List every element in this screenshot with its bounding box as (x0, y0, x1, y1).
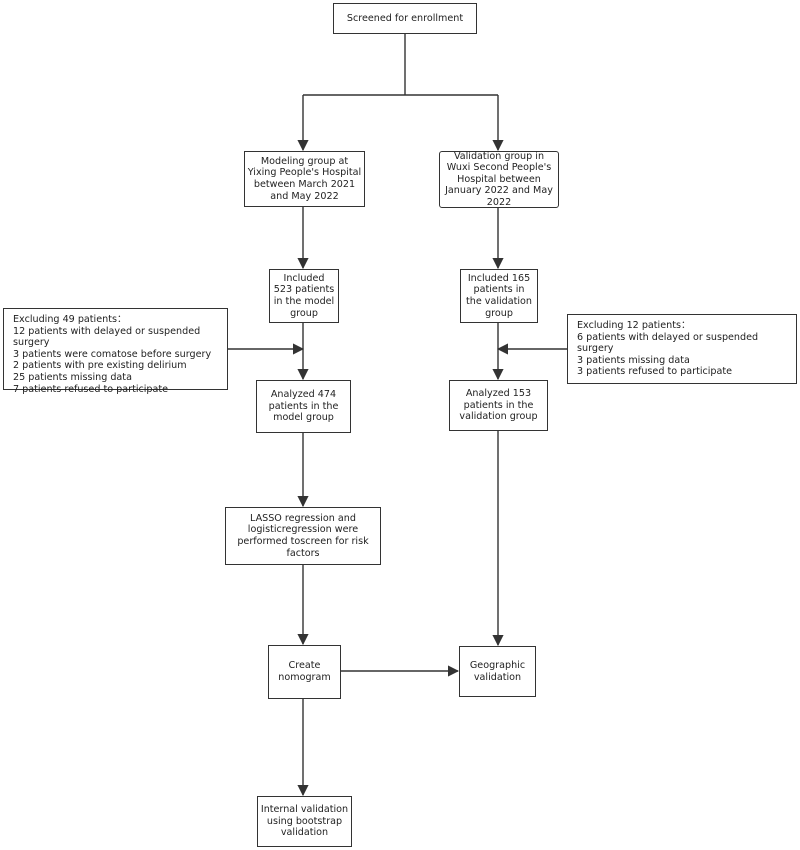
modeling-group-box: Modeling group at Yixing People's Hospit… (244, 151, 365, 207)
included-validation-box: Included 165 patients in the validation … (460, 269, 538, 323)
geographic-validation-text: Geographic validation (469, 659, 526, 683)
included-validation-text: Included 165 patients in the validation … (465, 272, 533, 319)
analyzed-validation-text: Analyzed 153 patients in the validation … (459, 388, 538, 423)
modeling-group-text: Modeling group at Yixing People's Hospit… (247, 155, 362, 202)
validation-group-box: Validation group in Wuxi Second People's… (439, 151, 559, 208)
analyzed-validation-box: Analyzed 153 patients in the validation … (449, 380, 548, 431)
geographic-validation-box: Geographic validation (459, 646, 536, 697)
included-model-text: Included 523 patients in the model group (273, 272, 335, 319)
nomogram-text: Create nomogram (278, 660, 331, 683)
split-line (303, 34, 498, 96)
nomogram-box: Create nomogram (268, 645, 341, 699)
excluding-model-box: Excluding 49 patients： 12 patients with … (3, 308, 228, 395)
screened-text: Screened for enrollment (346, 12, 464, 24)
lasso-box: LASSO regression and logisticregression … (225, 507, 381, 565)
internal-validation-box: Internal validation using bootstrap vali… (257, 796, 352, 847)
internal-validation-text: Internal validation using bootstrap vali… (260, 804, 349, 839)
analyzed-model-text: Analyzed 474 patients in the model group (268, 389, 339, 424)
validation-group-text: Validation group in Wuxi Second People's… (445, 150, 553, 208)
excluding-validation-box: Excluding 12 patients： 6 patients with d… (567, 314, 797, 384)
excluding-model-text: Excluding 49 patients： 12 patients with … (13, 314, 212, 395)
included-model-box: Included 523 patients in the model group (269, 269, 339, 323)
analyzed-model-box: Analyzed 474 patients in the model group (256, 380, 351, 433)
lasso-text: LASSO regression and logisticregression … (237, 512, 369, 559)
screened-box: Screened for enrollment (333, 3, 477, 34)
excluding-validation-text: Excluding 12 patients： 6 patients with d… (577, 320, 759, 378)
